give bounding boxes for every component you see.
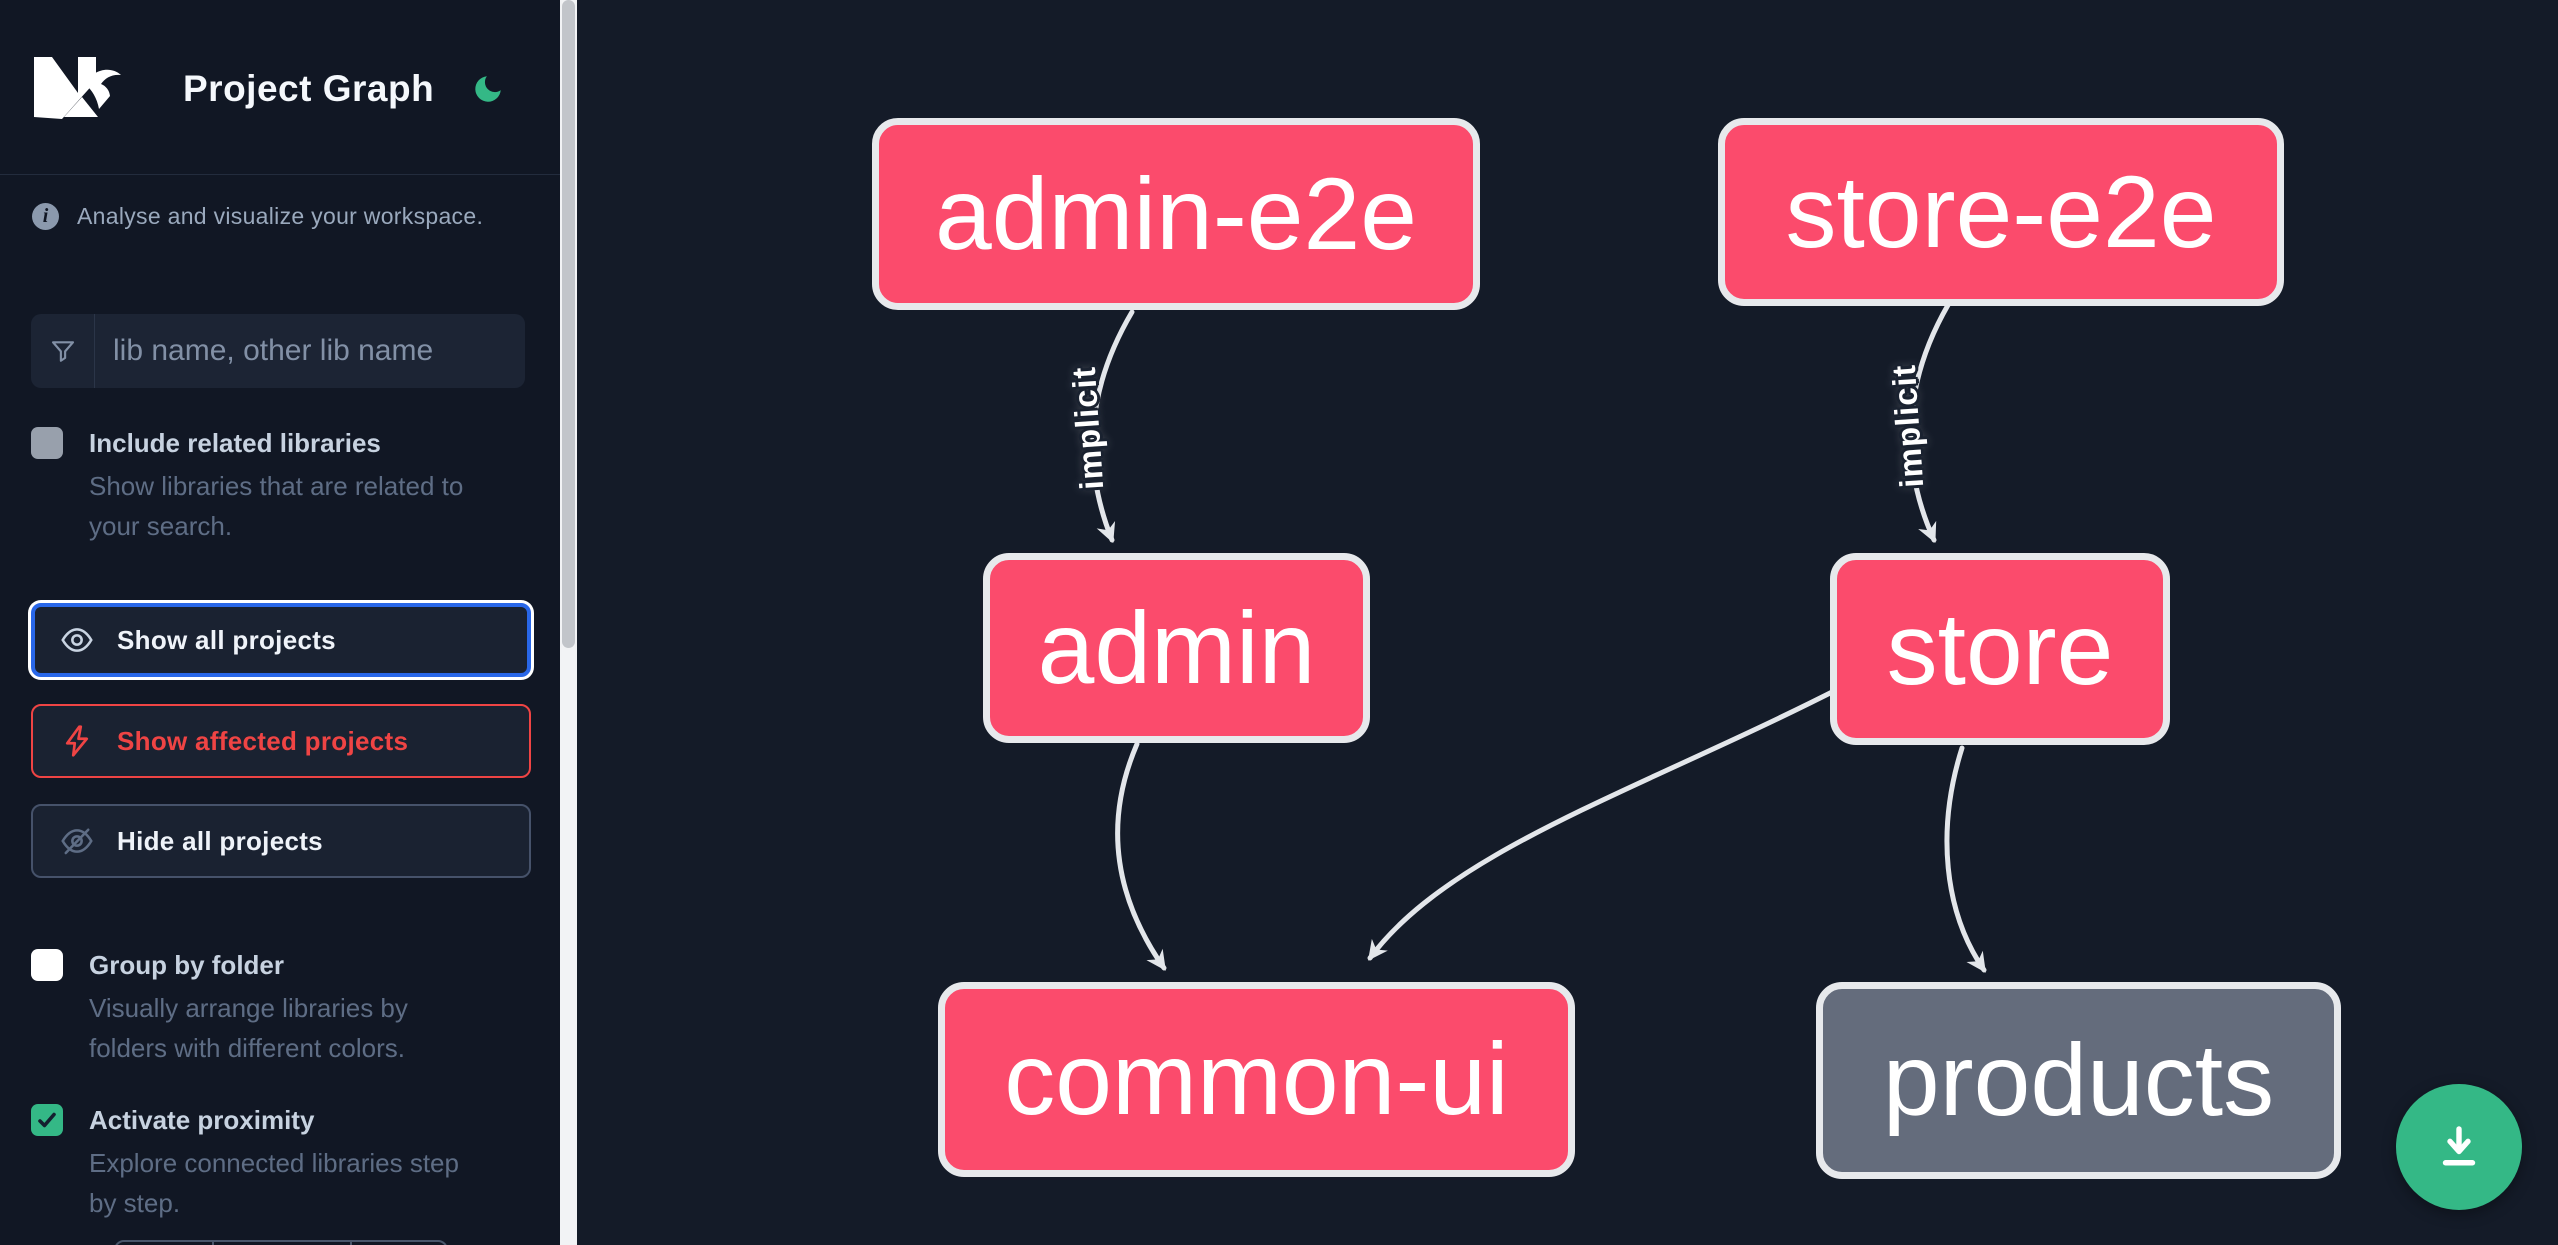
checkbox-group-by-folder[interactable] bbox=[31, 949, 63, 981]
hide-all-projects-button[interactable]: Hide all projects bbox=[31, 804, 531, 878]
option-group-by-folder: Group by folder Visually arrange librari… bbox=[31, 946, 479, 1068]
nx-logo bbox=[34, 57, 121, 119]
option-description: Visually arrange libraries by folders wi… bbox=[89, 993, 408, 1063]
node-products[interactable]: products bbox=[1816, 982, 2341, 1179]
option-description: Explore connected libraries step by step… bbox=[89, 1148, 459, 1218]
edge-store-to-products bbox=[1944, 745, 1987, 973]
checkbox-include-related[interactable] bbox=[31, 427, 63, 459]
eye-off-icon bbox=[61, 828, 93, 855]
edge-store-to-common-ui bbox=[1367, 685, 1843, 961]
node-admin-e2e[interactable]: admin-e2e bbox=[872, 118, 1480, 310]
node-store-e2e[interactable]: store-e2e bbox=[1718, 118, 2284, 306]
node-common-ui[interactable]: common-ui bbox=[938, 982, 1575, 1177]
info-text: Analyse and visualize your workspace. bbox=[77, 203, 484, 229]
sidebar: Project Graph i Analyse and visualize yo… bbox=[0, 0, 560, 1245]
bolt-icon bbox=[65, 725, 89, 757]
option-description: Show libraries that are related to your … bbox=[89, 471, 464, 541]
button-label: Show affected projects bbox=[117, 725, 409, 756]
node-store[interactable]: store bbox=[1830, 553, 2170, 745]
option-include-related: Include related libraries Show libraries… bbox=[31, 424, 479, 546]
info-row: i Analyse and visualize your workspace. bbox=[32, 203, 483, 230]
checkbox-activate-proximity[interactable] bbox=[31, 1104, 63, 1136]
info-icon: i bbox=[32, 203, 59, 230]
option-label: Group by folder bbox=[89, 950, 284, 980]
show-affected-projects-button[interactable]: Show affected projects bbox=[31, 704, 531, 778]
download-icon bbox=[2442, 1126, 2476, 1166]
button-label: Show all projects bbox=[117, 624, 336, 655]
app-title: Project Graph bbox=[183, 68, 435, 109]
filter-funnel-icon bbox=[31, 314, 95, 388]
theme-toggle[interactable] bbox=[470, 72, 506, 108]
option-label: Include related libraries bbox=[89, 428, 381, 458]
scrollbar-thumb[interactable] bbox=[562, 0, 575, 648]
check-icon bbox=[38, 1112, 56, 1128]
filter-input-group bbox=[31, 314, 525, 388]
filter-input[interactable] bbox=[95, 314, 525, 388]
node-admin[interactable]: admin bbox=[983, 553, 1370, 743]
edge-store-e2e-to-store bbox=[1908, 302, 1951, 544]
button-label: Hide all projects bbox=[117, 825, 323, 856]
edge-admin-to-common-ui bbox=[1115, 741, 1167, 971]
option-label: Activate proximity bbox=[89, 1105, 315, 1135]
sidebar-scrollbar[interactable] bbox=[560, 0, 577, 1245]
edge-admin-e2e-to-admin bbox=[1090, 309, 1135, 544]
option-activate-proximity: Activate proximity Explore connected lib… bbox=[31, 1101, 479, 1223]
proximity-stepper[interactable] bbox=[114, 1240, 448, 1245]
show-all-projects-button[interactable]: Show all projects bbox=[31, 603, 531, 677]
download-button[interactable] bbox=[2396, 1084, 2522, 1210]
sidebar-header: Project Graph bbox=[0, 0, 560, 175]
moon-icon bbox=[475, 76, 501, 102]
eye-icon bbox=[61, 628, 93, 652]
